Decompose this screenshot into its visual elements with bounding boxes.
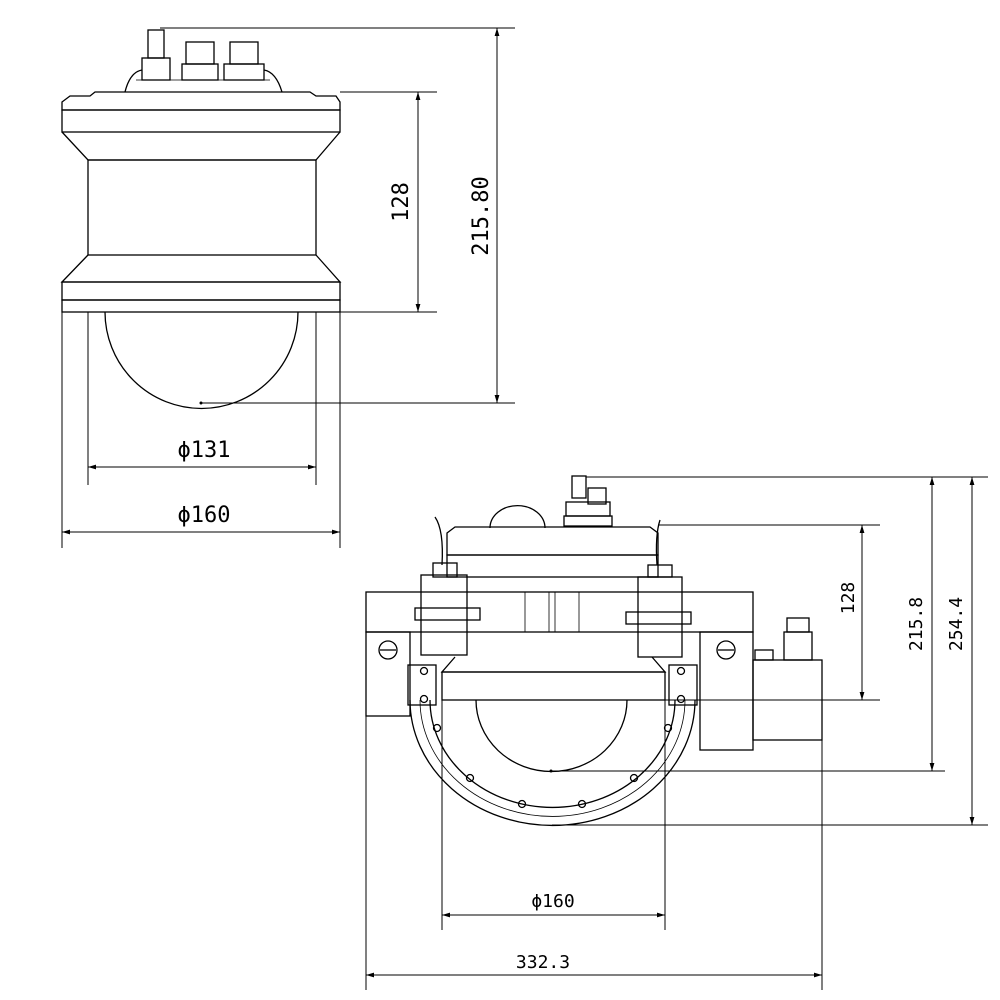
dim-overall-width: 332.3	[516, 952, 570, 973]
mounted-view: 128 215.8 254.4 ϕ160 332.3	[365, 475, 988, 990]
dim-total-height: 215.8	[906, 597, 927, 651]
top-connectors	[124, 29, 283, 93]
top-cap-dome	[489, 504, 546, 529]
bottom-flange	[61, 299, 341, 313]
left-sensor	[414, 516, 481, 656]
right-bolt-icon	[716, 640, 736, 660]
dim-flange-diameter: ϕ160	[531, 891, 574, 912]
dim-flange-height: 128	[389, 182, 414, 222]
right-sensor	[625, 519, 692, 658]
top-flange	[61, 91, 341, 111]
guard-ring	[407, 664, 698, 827]
dim-flange-height: 128	[838, 582, 859, 615]
body	[87, 159, 317, 256]
dim-body-diameter: ϕ131	[178, 438, 231, 463]
mount-bar	[365, 591, 754, 633]
upper-ring	[61, 109, 341, 133]
dome	[104, 311, 299, 410]
dome	[475, 699, 628, 773]
side-view: 128 215.80 ϕ131 ϕ160	[60, 27, 515, 548]
motor-box	[752, 617, 823, 741]
left-bolt-icon	[378, 640, 398, 660]
dim-flange-diameter: ϕ160	[178, 503, 231, 528]
dim-total-height: 215.80	[469, 176, 494, 255]
left-block	[365, 631, 411, 717]
top-connector	[563, 475, 613, 527]
dim-overall-height: 254.4	[946, 597, 967, 651]
